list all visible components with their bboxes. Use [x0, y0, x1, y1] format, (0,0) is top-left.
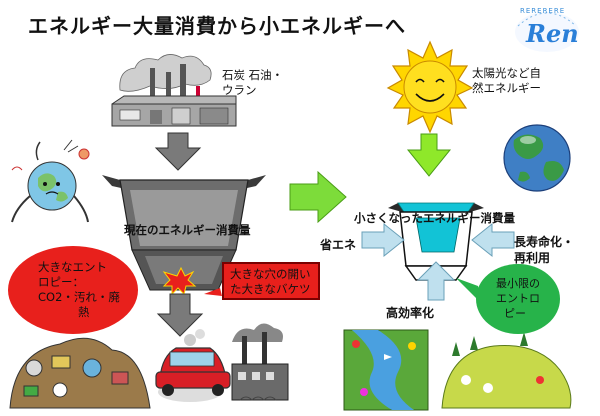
river-landscape-icon	[343, 329, 429, 411]
logo-text: Ren	[526, 19, 579, 48]
smoking-factory-icon	[231, 323, 289, 401]
longevity-label: 長寿命化・ 再利用	[514, 235, 575, 265]
logo-arc-text: RERERERE	[520, 7, 566, 15]
garbage-pile-icon	[9, 337, 151, 409]
arrow-right-icon	[361, 222, 405, 258]
arrow-down-icon	[154, 132, 202, 171]
earth-in-pain-icon	[11, 139, 90, 223]
small-consumption-label: 小さくなったエネルギー消費量	[354, 211, 515, 225]
earth-globe-icon	[503, 124, 571, 192]
min-entropy-bubble: 最小限の エントロ ピー	[476, 264, 560, 334]
fossil-fuels-label: 石炭 石油・ ウラン	[222, 68, 284, 97]
green-hill-icon	[441, 332, 572, 409]
arrow-down-icon	[156, 293, 204, 337]
big-entropy-bubble: 大きなエント ロピー： CO2・汚れ・廃 熱	[8, 246, 138, 334]
solar-label: 太陽光など自 然エネルギー	[472, 66, 541, 95]
car-icon	[155, 329, 231, 402]
factory-icon	[111, 54, 237, 127]
page-title: エネルギー大量消費から小エネルギーへ	[28, 14, 406, 38]
arrow-left-icon	[471, 222, 515, 258]
sun-icon	[386, 40, 474, 134]
ren-logo: RERERERE Ren	[512, 2, 582, 54]
energy-saving-label: 省エネ	[320, 238, 357, 252]
arrow-down-icon	[406, 133, 452, 177]
current-consumption-label: 現在のエネルギー消費量	[124, 223, 251, 237]
arrow-right-icon	[289, 170, 347, 224]
arrow-up-icon	[416, 261, 456, 301]
efficiency-label: 高効率化	[386, 306, 435, 320]
leaky-bucket-box: 大きな穴の開い た大きなバケツ	[222, 262, 320, 300]
